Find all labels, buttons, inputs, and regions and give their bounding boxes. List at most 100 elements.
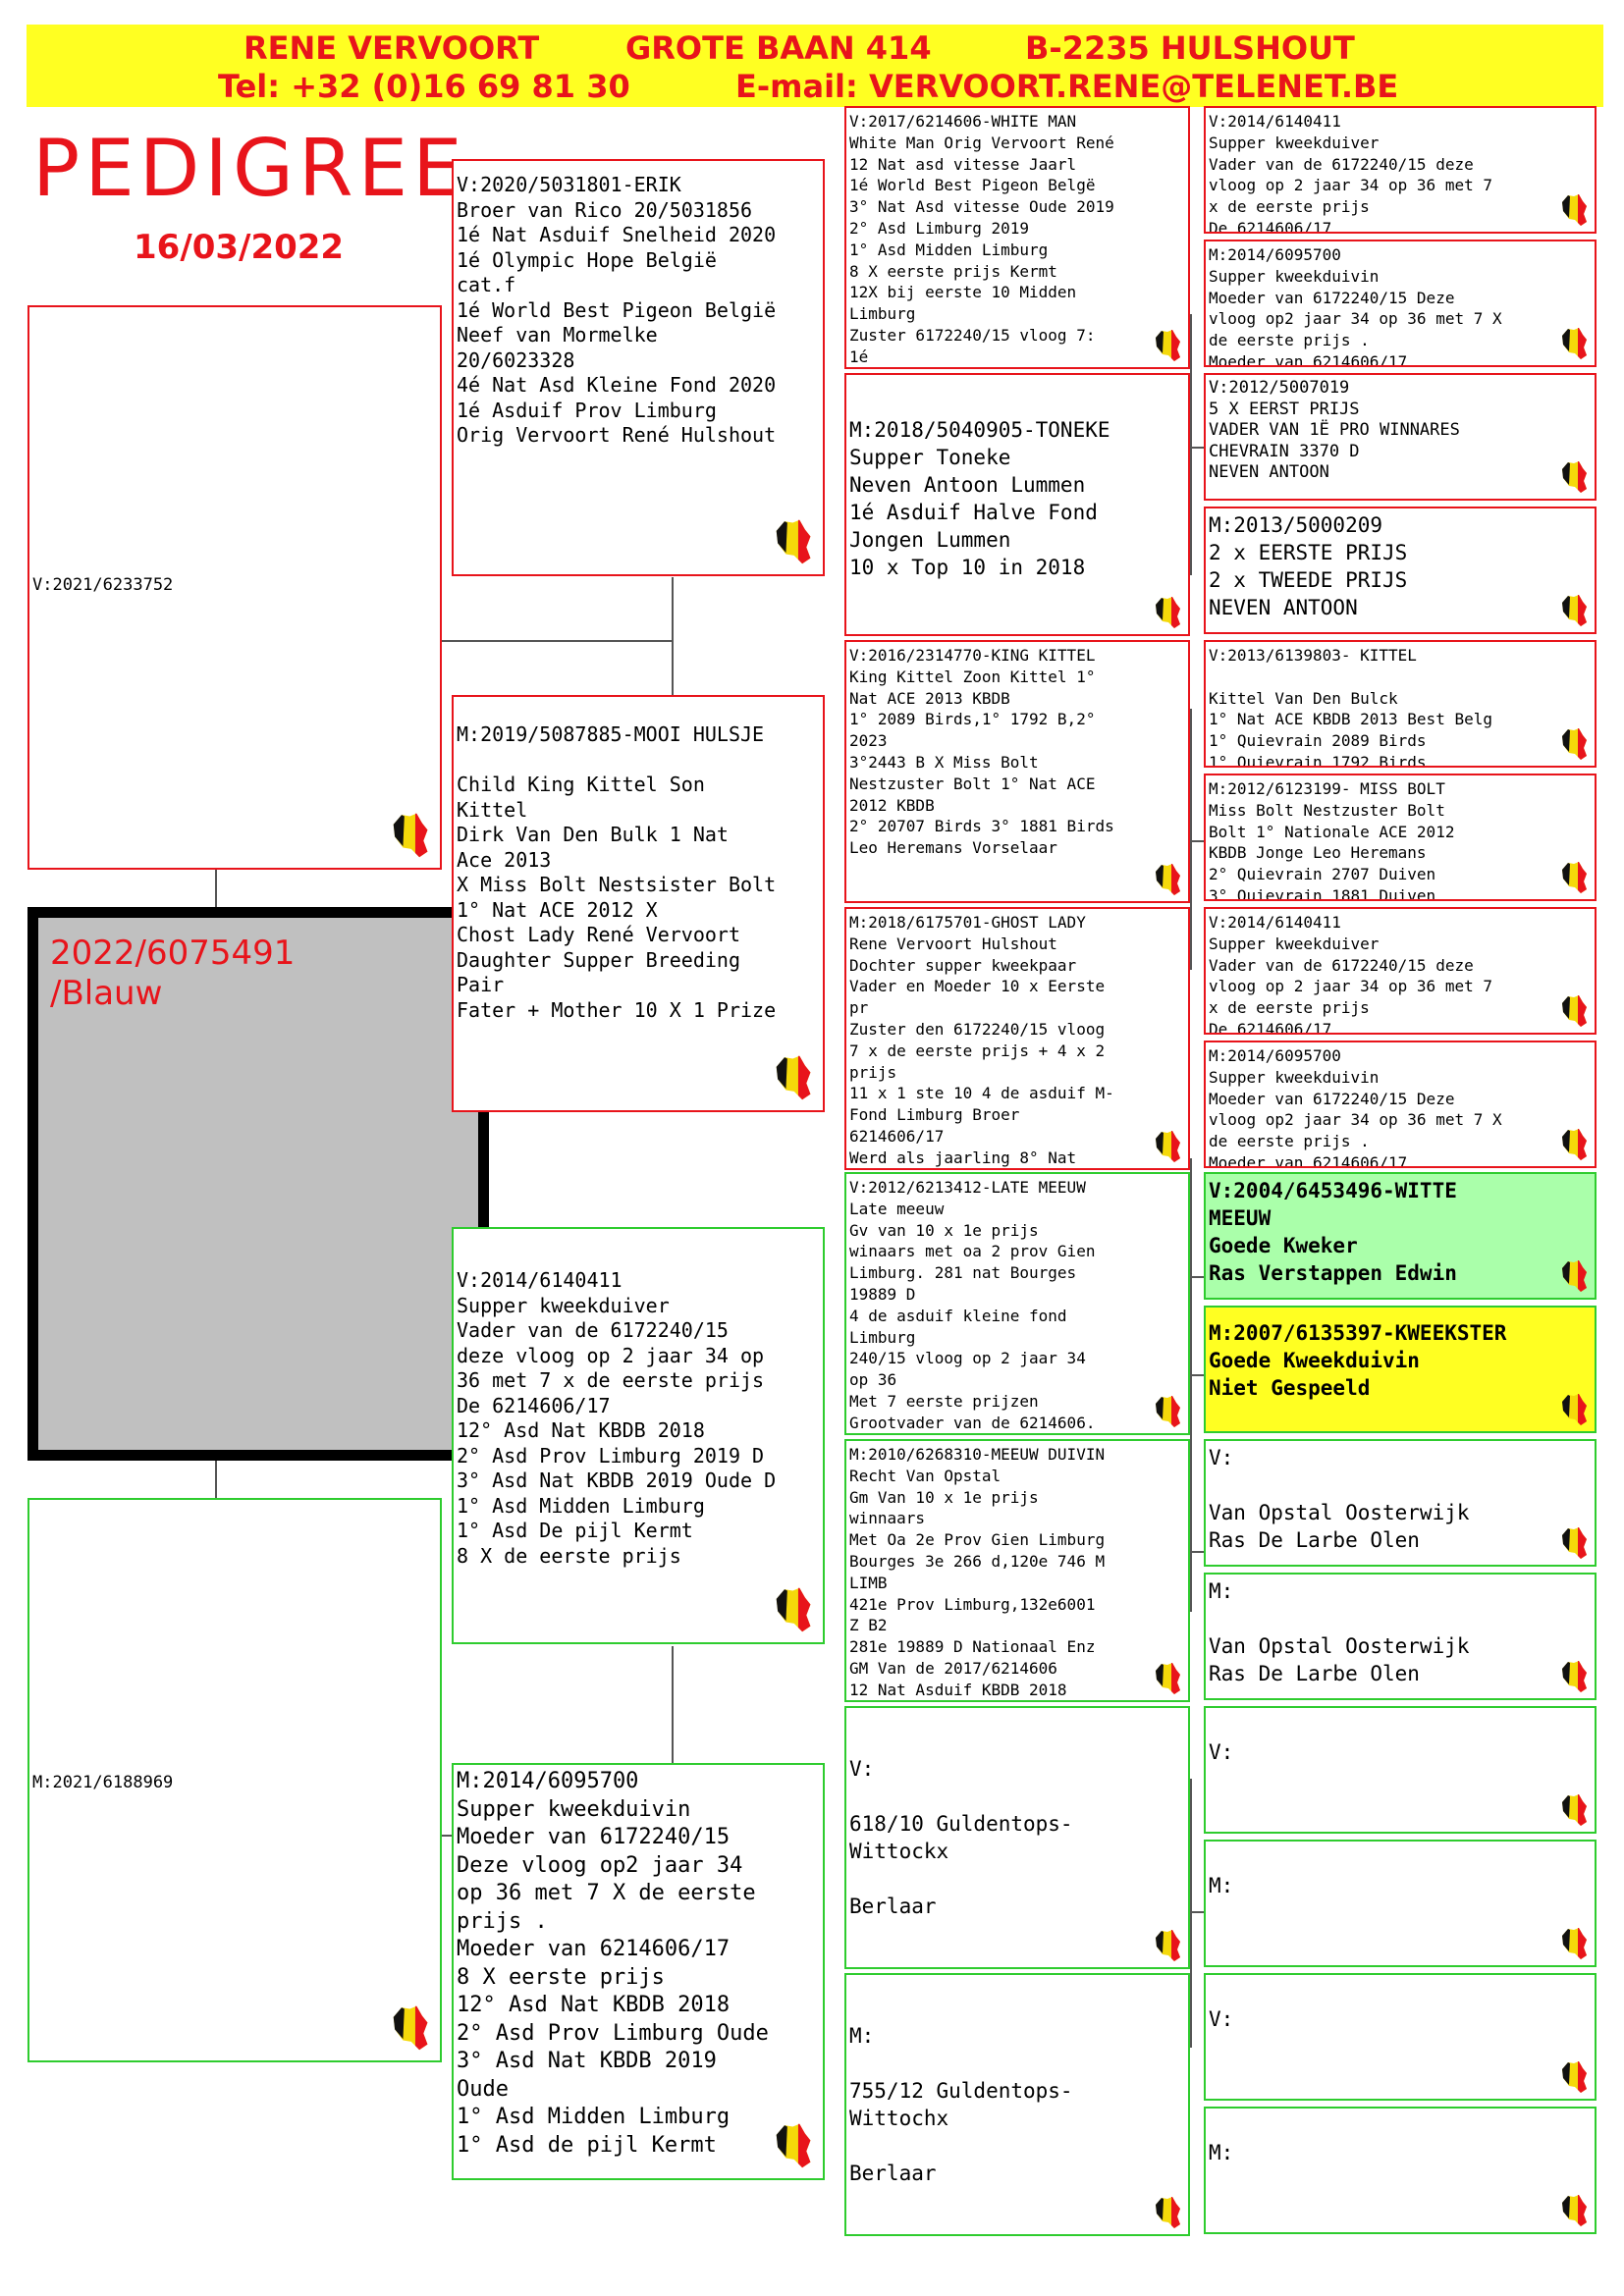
connector-line xyxy=(1190,1779,1192,2048)
subject-ring: 2022/6075491 /Blauw xyxy=(50,934,296,1013)
g4-text-8: M:2014/6095700 Supper kweekduivin Moeder… xyxy=(1209,1046,1502,1168)
g4-box-5[interactable]: V:2013/6139803- KITTEL Kittel Van Den Bu… xyxy=(1204,640,1597,768)
g3-box-8[interactable]: M: 755/12 Guldentops- Wittochx Berlaar xyxy=(844,1973,1190,2236)
belgium-flag-icon xyxy=(1557,1392,1589,1427)
belgium-flag-icon xyxy=(1557,860,1589,895)
g4-text-1: V:2014/6140411 Supper kweekduiver Vader … xyxy=(1209,112,1492,234)
belgium-flag-icon xyxy=(385,2003,432,2053)
g4-box-8[interactable]: M:2014/6095700 Supper kweekduivin Moeder… xyxy=(1204,1041,1597,1168)
g4-box-1[interactable]: V:2014/6140411 Supper kweekduiver Vader … xyxy=(1204,106,1597,234)
g4-text-7: V:2014/6140411 Supper kweekduiver Vader … xyxy=(1209,913,1492,1035)
belgium-flag-icon xyxy=(1151,1928,1182,1963)
g4-box-12[interactable]: M: Van Opstal Oosterwijk Ras De Larbe Ol… xyxy=(1204,1573,1597,1700)
connector-line xyxy=(1190,840,1204,842)
granddam-paternal-text: M:2019/5087885-MOOI HULSJE Child King Ki… xyxy=(457,722,777,1022)
grandsire-maternal-text: V:2014/6140411 Supper kweekduiver Vader … xyxy=(457,1268,777,1568)
belgium-flag-icon xyxy=(1557,459,1589,495)
belgium-flag-icon xyxy=(1151,1661,1182,1696)
belgium-flag-icon xyxy=(1557,326,1589,361)
breeder-city: B-2235 HULSHOUT xyxy=(1025,29,1355,67)
belgium-flag-icon xyxy=(1557,1127,1589,1162)
subject-pigeon-box[interactable]: 2022/6075491 /Blauw xyxy=(27,907,489,1461)
g4-text-3: V:2012/5007019 5 X EERST PRIJS VADER VAN… xyxy=(1209,378,1460,482)
sire-box[interactable]: V:2021/6233752 xyxy=(27,305,442,870)
g4-box-9[interactable]: V:2004/6453496-WITTE MEEUW Goede Kweker … xyxy=(1204,1172,1597,1300)
belgium-flag-icon xyxy=(1557,993,1589,1029)
g4-box-16[interactable]: M: xyxy=(1204,2107,1597,2234)
g3-text-7: V: 618/10 Guldentops- Wittockx Berlaar xyxy=(849,1757,1073,1918)
header-banner: RENE VERVOORT GROTE BAAN 414 B-2235 HULS… xyxy=(27,25,1603,107)
g3-text-1: V:2017/6214606-WHITE MAN White Man Orig … xyxy=(849,112,1114,366)
g4-text-2: M:2014/6095700 Supper kweekduivin Moeder… xyxy=(1209,245,1502,367)
pedigree-date: 16/03/2022 xyxy=(134,228,345,267)
belgium-flag-icon xyxy=(1557,1258,1589,1294)
connector-line xyxy=(1190,1911,1204,1913)
breeder-email: E-mail: VERVOORT.RENE@TELENET.BE xyxy=(735,68,1399,105)
g4-text-9: V:2004/6453496-WITTE MEEUW Goede Kweker … xyxy=(1209,1179,1457,1285)
g3-text-6: M:2010/6268310-MEEUW DUIVIN Recht Van Op… xyxy=(849,1445,1106,1699)
g4-text-4: M:2013/5000209 2 x EERSTE PRIJS 2 x TWEE… xyxy=(1209,513,1408,619)
g4-box-7[interactable]: V:2014/6140411 Supper kweekduiver Vader … xyxy=(1204,907,1597,1035)
g4-box-10[interactable]: M:2007/6135397-KWEEKSTER Goede Kweekduiv… xyxy=(1204,1306,1597,1433)
connector-line xyxy=(672,577,674,697)
belgium-flag-icon xyxy=(1557,726,1589,762)
g3-box-5[interactable]: V:2012/6213412-LATE MEEUW Late meeuw Gv … xyxy=(844,1172,1190,1435)
g3-box-3[interactable]: V:2016/2314770-KING KITTEL King Kittel Z… xyxy=(844,640,1190,903)
g4-box-2[interactable]: M:2014/6095700 Supper kweekduivin Moeder… xyxy=(1204,240,1597,367)
dam-ring: M:2021/6188969 xyxy=(32,1773,174,1792)
g3-box-6[interactable]: M:2010/6268310-MEEUW DUIVIN Recht Van Op… xyxy=(844,1439,1190,1702)
belgium-flag-icon xyxy=(768,1053,815,1102)
belgium-flag-icon xyxy=(1151,2195,1182,2230)
g3-text-4: M:2018/6175701-GHOST LADY Rene Vervoort … xyxy=(849,913,1114,1167)
g4-text-12: M: Van Opstal Oosterwijk Ras De Larbe Ol… xyxy=(1209,1579,1470,1685)
connector-line xyxy=(1190,1158,1192,1612)
g3-text-3: V:2016/2314770-KING KITTEL King Kittel Z… xyxy=(849,646,1114,858)
g3-box-1[interactable]: V:2017/6214606-WHITE MAN White Man Orig … xyxy=(844,106,1190,369)
g3-text-2: M:2018/5040905-TONEKE Supper Toneke Neve… xyxy=(849,418,1110,579)
g3-box-7[interactable]: V: 618/10 Guldentops- Wittockx Berlaar xyxy=(844,1706,1190,1969)
belgium-flag-icon xyxy=(768,2121,815,2170)
granddam-paternal-box[interactable]: M:2019/5087885-MOOI HULSJE Child King Ki… xyxy=(452,695,825,1112)
g4-text-11: V: Van Opstal Oosterwijk Ras De Larbe Ol… xyxy=(1209,1446,1470,1552)
belgium-flag-icon xyxy=(1151,1129,1182,1164)
g3-text-8: M: 755/12 Guldentops- Wittochx Berlaar xyxy=(849,2024,1073,2185)
g4-box-4[interactable]: M:2013/5000209 2 x EERSTE PRIJS 2 x TWEE… xyxy=(1204,507,1597,634)
connector-line xyxy=(1190,447,1204,449)
breeder-phone: Tel: +32 (0)16 69 81 30 xyxy=(218,68,630,105)
belgium-flag-icon xyxy=(1557,1792,1589,1828)
belgium-flag-icon xyxy=(1151,1394,1182,1429)
grandsire-paternal-text: V:2020/5031801-ERIK Broer van Rico 20/50… xyxy=(457,173,777,447)
grandsire-maternal-box[interactable]: V:2014/6140411 Supper kweekduiver Vader … xyxy=(452,1227,825,1644)
dam-box[interactable]: M:2021/6188969 xyxy=(27,1498,442,2062)
belgium-flag-icon xyxy=(1557,1525,1589,1561)
g4-box-13[interactable]: V: xyxy=(1204,1706,1597,1834)
connector-line xyxy=(1190,314,1192,575)
g3-box-4[interactable]: M:2018/6175701-GHOST LADY Rene Vervoort … xyxy=(844,907,1190,1170)
connector-line xyxy=(441,640,673,642)
connector-line xyxy=(1190,1276,1204,1278)
belgium-flag-icon xyxy=(1557,1659,1589,1694)
g4-box-11[interactable]: V: Van Opstal Oosterwijk Ras De Larbe Ol… xyxy=(1204,1439,1597,1567)
belgium-flag-icon xyxy=(768,1585,815,1634)
connector-line xyxy=(1190,1374,1204,1376)
belgium-flag-icon xyxy=(1557,1926,1589,1961)
g4-box-15[interactable]: V: xyxy=(1204,1973,1597,2101)
breeder-street: GROTE BAAN 414 xyxy=(625,29,932,67)
g3-box-2[interactable]: M:2018/5040905-TONEKE Supper Toneke Neve… xyxy=(844,373,1190,636)
page-title: PEDIGREE xyxy=(32,123,467,214)
connector-line xyxy=(672,1646,674,1766)
connector-line xyxy=(1190,1551,1204,1553)
granddam-maternal-text: M:2014/6095700 Supper kweekduivin Moeder… xyxy=(457,1769,769,2158)
g4-text-14: M: xyxy=(1209,1874,1234,1897)
g4-box-14[interactable]: M: xyxy=(1204,1840,1597,1967)
belgium-flag-icon xyxy=(385,811,432,860)
g4-text-13: V: xyxy=(1209,1740,1234,1764)
grandsire-paternal-box[interactable]: V:2020/5031801-ERIK Broer van Rico 20/50… xyxy=(452,159,825,576)
g4-box-3[interactable]: V:2012/5007019 5 X EERST PRIJS VADER VAN… xyxy=(1204,373,1597,501)
belgium-flag-icon xyxy=(1151,595,1182,630)
belgium-flag-icon xyxy=(1151,328,1182,363)
granddam-maternal-box[interactable]: M:2014/6095700 Supper kweekduivin Moeder… xyxy=(452,1763,825,2180)
g4-text-15: V: xyxy=(1209,2007,1234,2031)
belgium-flag-icon xyxy=(1557,593,1589,628)
g4-box-6[interactable]: M:2012/6123199- MISS BOLT Miss Bolt Nest… xyxy=(1204,774,1597,901)
